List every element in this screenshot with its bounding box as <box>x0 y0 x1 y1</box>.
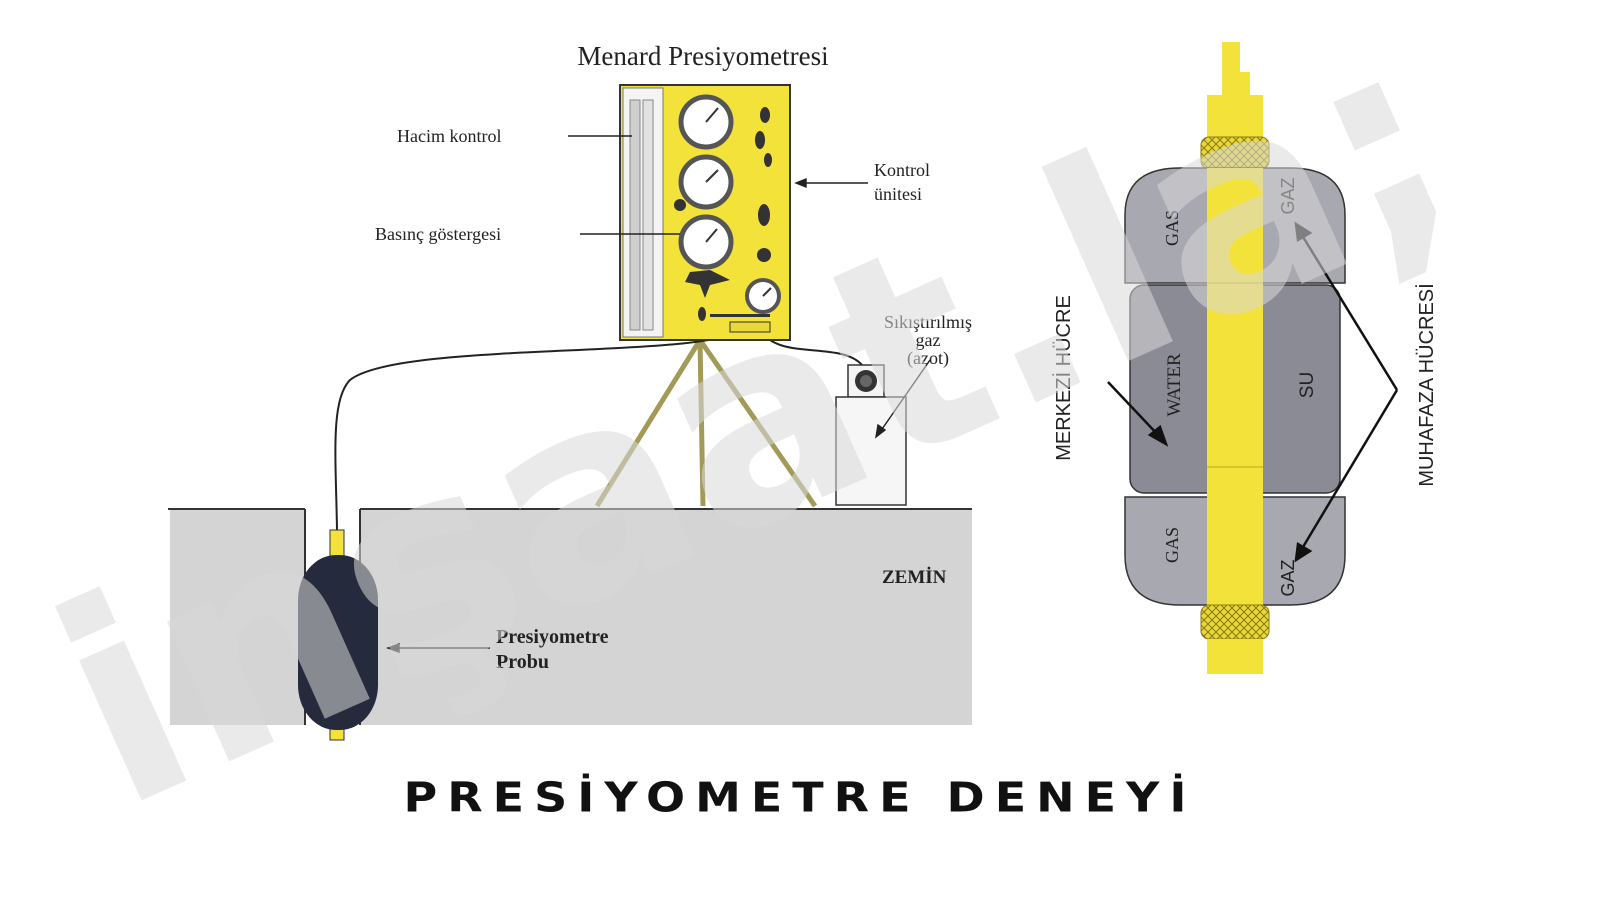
gauge-1 <box>678 94 734 150</box>
gauge-2 <box>678 154 734 210</box>
label-pressure-gauge: Basınç göstergesi <box>375 224 501 244</box>
label-gas-bottom-left: GAS <box>1162 527 1182 563</box>
label-gas-3: (azot) <box>907 348 949 369</box>
label-gas-1: Sıkıştırılmış <box>884 312 972 332</box>
label-guard-cell: MUHAFAZA HÜCRESİ <box>1415 283 1438 486</box>
label-control-unit-1: Kontrol <box>874 160 930 180</box>
label-gas-bottom-right: GAZ <box>1278 559 1298 596</box>
footer-title: PRESİYOMETRE DENEYİ <box>403 772 1197 822</box>
left-diagram-labels: Menard Presiyometresi Hacim kontrol Bası… <box>375 41 972 673</box>
detail-arrows <box>1107 221 1399 563</box>
label-control-unit-2: ünitesi <box>874 184 922 204</box>
label-gas-top-left: GAS <box>1162 210 1182 246</box>
label-volume-control: Hacim kontrol <box>397 126 501 146</box>
pressuremeter-probe <box>298 529 378 741</box>
leader-lines <box>385 135 931 653</box>
control-unit <box>619 84 791 341</box>
gauge-4 <box>745 278 781 314</box>
label-probe-1: Presiyometre <box>496 626 609 648</box>
gas-cylinder <box>835 364 907 506</box>
valve-knobs <box>674 107 772 333</box>
probe-detail-labels: GAS GAZ WATER SU GAS GAZ MERKEZİ HÜCRE M… <box>1052 177 1438 596</box>
tripod <box>594 338 818 508</box>
ground <box>168 508 972 725</box>
gauge-3 <box>678 214 734 270</box>
label-water-right: SU <box>1297 372 1318 398</box>
label-probe-2: Probu <box>496 651 549 673</box>
label-ground: ZEMİN <box>882 567 947 588</box>
label-central-cell: MERKEZİ HÜCRE <box>1052 295 1075 461</box>
probe-detail <box>1124 42 1346 674</box>
label-gas-top-right: GAZ <box>1278 177 1298 214</box>
diagram-header: Menard Presiyometresi <box>577 41 828 71</box>
label-water-left: WATER <box>1164 353 1185 417</box>
volume-tube <box>629 99 641 331</box>
label-gas-2: gaz <box>916 330 941 350</box>
